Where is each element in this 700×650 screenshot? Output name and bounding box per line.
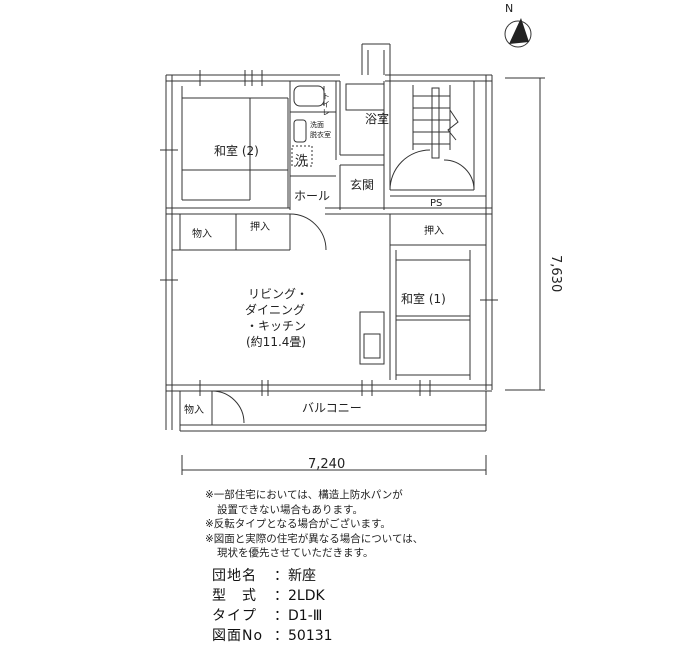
- info-colon: ：: [274, 628, 288, 644]
- info-colon: ：: [274, 568, 288, 584]
- note-line-4: ※図面と実際の住宅が異なる場合については、: [205, 532, 424, 545]
- info-label-type: 型 式: [212, 588, 257, 604]
- info-label-danchi: 団地名: [212, 568, 257, 584]
- balcony-closet: [211, 390, 245, 425]
- kitchen-counter: [359, 311, 385, 365]
- north-arrow: N: [504, 2, 532, 48]
- info-colon: ：: [274, 608, 288, 624]
- tatami-lines-2: [181, 86, 289, 208]
- room-label-toilet: トイレ: [322, 92, 331, 116]
- floor-plan: N 和室 (2) 和室 (1) 浴室 玄関 ホール 洗 PS 物入 押入 押入 …: [160, 2, 563, 475]
- dimension-height-label: 7,630: [548, 255, 563, 292]
- north-label: N: [505, 2, 513, 15]
- note-line-5: 現状を優先させていただきます。: [217, 547, 374, 559]
- info-row-type: 型 式 ：2LDK: [212, 586, 333, 606]
- info-row-danchi: 団地名 ：新座: [212, 566, 333, 586]
- room-label-washroom-1: 洗面: [310, 120, 324, 129]
- windows: [160, 70, 498, 396]
- room-label-hall: ホール: [294, 189, 330, 203]
- note-line-3: ※反転タイプとなる場合がございます。: [205, 518, 391, 530]
- room-label-ldk-4: (約11.4畳): [246, 334, 306, 349]
- entrance: [339, 164, 384, 210]
- room-label-ps: PS: [430, 198, 442, 209]
- note-line-1: ※一部住宅においては、構造上防水パンが: [205, 489, 403, 501]
- info-row-taipu: タイプ ：D1-Ⅲ: [212, 606, 333, 626]
- info-block: 団地名：新座 型 式：2LDK タイプ：D1-Ⅲ 図面No：50131: [212, 566, 333, 646]
- bathroom: [339, 81, 385, 210]
- note-line-2: 設置できない場合もあります。: [217, 503, 363, 516]
- stairwell: [389, 81, 475, 191]
- room-label-ldk-3: ・キッチン: [246, 319, 306, 333]
- info-label-taipu: タイプ: [212, 608, 257, 624]
- room-label-oshiire-left: 押入: [250, 220, 270, 233]
- room-label-closet-top: 物入: [192, 227, 212, 240]
- closets-left: [172, 213, 327, 251]
- washroom: [290, 119, 336, 177]
- notes: ※一部住宅においては、構造上防水パンが 設置できない場合もあります。 ※反転タイ…: [205, 488, 423, 561]
- toilet-room: [289, 81, 337, 210]
- info-value-type: 2LDK: [288, 588, 325, 604]
- washitsu-1-area: [389, 214, 486, 380]
- room-label-closet-bottom: 物入: [184, 403, 204, 416]
- room-label-bathroom: 浴室: [365, 111, 389, 126]
- room-label-washroom-2: 脱衣室: [310, 130, 331, 139]
- info-value-zumen: 50131: [288, 628, 333, 644]
- room-label-sen: 洗: [295, 154, 308, 169]
- room-label-oshiire-right: 押入: [424, 224, 444, 237]
- info-label-zumen: 図面No: [212, 628, 264, 644]
- info-row-zumen: 図面No ：50131: [212, 626, 333, 646]
- info-value-taipu: D1-Ⅲ: [288, 608, 323, 624]
- info-colon: ：: [274, 588, 288, 604]
- room-label-entrance: 玄関: [350, 177, 374, 192]
- room-label-ldk-2: ダイニング: [245, 302, 305, 317]
- room-label-washitsu-2: 和室 (2): [214, 143, 259, 158]
- room-label-ldk-1: リビング・: [248, 287, 308, 301]
- room-label-balcony: バルコニー: [302, 401, 362, 415]
- dimension-width-label: 7,240: [308, 457, 345, 472]
- room-label-washitsu-1: 和室 (1): [401, 291, 446, 306]
- dimension-lines: [181, 77, 545, 475]
- info-value-danchi: 新座: [288, 568, 316, 584]
- outer-walls: [165, 43, 493, 432]
